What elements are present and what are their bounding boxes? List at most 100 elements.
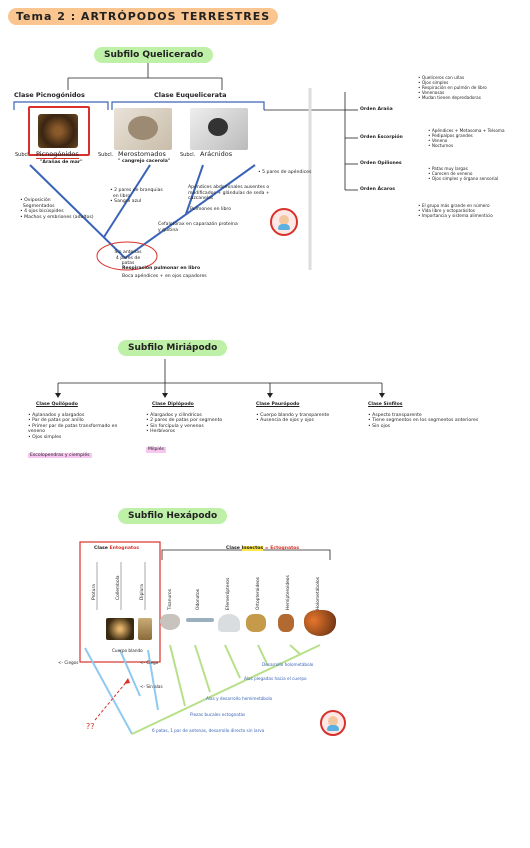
group-odonatos: Odonatos: [196, 588, 201, 610]
trait-piezas-bucales: Piezas bucales ectognatas: [190, 712, 246, 717]
subcl-prefix-1: Subcl.: [15, 152, 31, 158]
picno-note-item: • Oviposición: [20, 198, 51, 203]
miriapodo-class-pauropodo: Clase Paurópodo • Cuerpo blando y transp…: [256, 402, 346, 424]
order-note: • Nocturnos: [428, 143, 454, 148]
aracnidos-note-2: Pulmones en libro: [190, 207, 232, 212]
picno-note-item: • 4 ojos bicúspides: [20, 209, 64, 215]
ortopteroideo-image: [246, 614, 266, 632]
miriapodo-class-sinfilos: Clase Sínfilos • Aspecto transparente • …: [368, 402, 518, 429]
mero-note-item: • Sangre azul: [110, 199, 142, 205]
mero-note-item: en libro: [112, 193, 131, 199]
clase-insectos-label: Clase Insectos = Ectognatos: [226, 546, 300, 551]
subcl-prefix-3: Subcl.: [180, 152, 196, 158]
picno-notes-list: • Oviposición Segmentados • 4 ojos bicús…: [20, 198, 94, 220]
class-note: • Cuerpo blando y transparente: [256, 412, 330, 418]
student-avatar-icon: [270, 208, 298, 236]
order-arana: Orden Araña: [360, 107, 393, 112]
order-arana-notes: • Quelíceros con uñas • Ojos simples • R…: [418, 75, 487, 100]
class-notes: • Cuerpo blando y transparente • Ausenci…: [256, 413, 346, 424]
merostomados-notes-list: • 2 pares de branquias en libro • Sangre…: [110, 188, 163, 205]
page-title: Tema 2 : ARTRÓPODOS TERRESTRES: [8, 8, 279, 25]
picnogonido-image-frame: [28, 106, 90, 156]
order-escorpion-notes: • Apéndices + Metasoma + Telsoma • Pedip…: [428, 128, 505, 148]
holometabolo-butterfly-image: [304, 610, 336, 636]
class-note: • Herbívoros: [146, 429, 176, 435]
class-name: Clase Diplópodo: [152, 402, 194, 407]
class-note: • Ojos simples: [28, 434, 62, 440]
student-avatar-icon-2: [320, 710, 346, 736]
class-example: Milpiés: [146, 446, 166, 453]
order-note: • Patas muy largas: [428, 166, 468, 171]
class-picnogonidos-label: Clase Picnogónidos: [14, 91, 85, 99]
order-note: • Quelíceros con uñas: [418, 75, 465, 80]
order-note: • Importancia y sistema alimenticio: [418, 213, 493, 218]
section-header-quelicerado: Subfilo Quelicerado: [94, 47, 214, 63]
class-note: • Primer par de patas transformado en ve…: [28, 423, 118, 435]
tisanuro-image: [160, 614, 180, 630]
side-note-ciego: <- Ciego: [140, 660, 159, 665]
cefalotorax-note: Cefalotórax en caparazón proteína y quit…: [158, 222, 238, 233]
section-header-miriapodo: Subfilo Miriápodo: [118, 340, 228, 356]
class-note: • Ausencia de ojos y ojos: [256, 418, 314, 424]
order-note: • Carecen de veneno: [428, 171, 473, 176]
bottom-note-1: Respiración pulmonar en libro: [122, 266, 201, 271]
side-note-cuerpo-blando: Cuerpo blando: [112, 648, 143, 653]
merostomados-label: Merostomados: [118, 150, 166, 158]
order-escorpion: Orden Escorpión: [360, 135, 403, 140]
trait-holometabolo: Desarrollo holometábolo: [262, 662, 314, 667]
class-example: Escolopendras y ciempiés: [28, 452, 92, 459]
group-holometabolos: Holometábolos: [316, 577, 321, 610]
order-note: • Mudan tienen depredadoras: [418, 95, 481, 100]
order-opiliones: Orden Opiliones: [360, 161, 402, 166]
aracnidos-label: Arácnidos: [200, 150, 233, 158]
class-note: • 2 pares de patas por segmento: [146, 418, 223, 424]
trait-alas-plegadas: Alas plegadas hacia el cuerpo: [244, 676, 307, 681]
aracnido-photo: [190, 108, 248, 150]
aracnidos-note-1: Apéndices abdominales ausentes o modific…: [188, 185, 270, 202]
picnogonido-photo: [38, 114, 78, 148]
merostomados-note: " cangrejo cacerola": [118, 159, 171, 164]
subcl-prefix-2: Subcl.: [98, 152, 114, 158]
class-note: • Alargados y cilíndricos: [146, 412, 202, 418]
class-euquelicerata-label: Clase Euquelicerata: [154, 91, 227, 99]
class-name: Clase Quilópodo: [36, 402, 78, 407]
class-note: • Sin forcípula y venenos: [146, 423, 204, 429]
group-collembola: Collembola: [116, 575, 121, 600]
class-name: Clase Paurópodo: [256, 402, 300, 407]
order-note: • Vida libre y ectoparásitos: [418, 208, 475, 213]
order-note: • Pedipalpos grandes: [428, 133, 473, 138]
circle-text: Sin antenas 4 pares de patas: [114, 250, 142, 267]
order-note: • Respiración en pulmón de libro: [418, 85, 487, 90]
class-note: • Aplanados y alargados: [28, 412, 85, 418]
quelicerado-lines: [13, 63, 358, 271]
hexapodo-diagram: [79, 541, 331, 735]
group-hemipteroideos: Hemipteroideos: [286, 575, 291, 610]
collembola-photo: [106, 618, 134, 640]
mero-note-item: • 2 pares de branquias: [110, 188, 163, 193]
order-note: • Venenosas: [418, 90, 445, 95]
order-note: • El grupo más grande en número: [418, 203, 490, 208]
miriapodo-class-diplopodo: Clase Diplópodo • Alargados y cilíndrico…: [146, 402, 246, 454]
odonato-image: [186, 618, 214, 622]
trait-hemimetabolo: Alas y desarrollo hemimetábolo: [206, 696, 273, 701]
group-diplura: Diplura: [140, 584, 145, 600]
class-notes: • Alargados y cilíndricos • 2 pares de p…: [146, 413, 246, 435]
order-acaros: Orden Ácaros: [360, 187, 395, 192]
order-acaros-notes: • El grupo más grande en número • Vida l…: [418, 203, 493, 218]
group-protura: Protura: [92, 584, 97, 600]
trait-seis-patas: 6 patas, 1 par de antenas, desarrollo di…: [152, 728, 265, 733]
side-note-ciegos: <- Ciegos: [58, 660, 79, 665]
order-opiliones-notes: • Patas muy largas • Carecen de veneno •…: [428, 166, 498, 181]
class-note: • Tiene segmentos en los segmentos anter…: [368, 418, 479, 424]
group-ortopteroideos: Ortopteroideos: [256, 577, 261, 610]
diplura-photo: [138, 618, 152, 640]
picno-note-item: • Machos y embriones (adultos): [20, 214, 94, 220]
class-note: • Aspecto transparente: [368, 412, 422, 418]
picnogonidos-label: Picnogónidos: [36, 150, 79, 159]
group-efemeropteros: Efemerópteros: [226, 577, 231, 610]
section-header-hexapodo: Subfilo Hexápodo: [118, 508, 228, 524]
class-notes: • Aplanados y alargados • Par de patas p…: [28, 413, 128, 441]
order-note: • Veneno: [428, 138, 448, 143]
five-pairs-note: • 5 pares de apéndices: [258, 170, 312, 175]
merostomado-photo: [114, 108, 172, 150]
